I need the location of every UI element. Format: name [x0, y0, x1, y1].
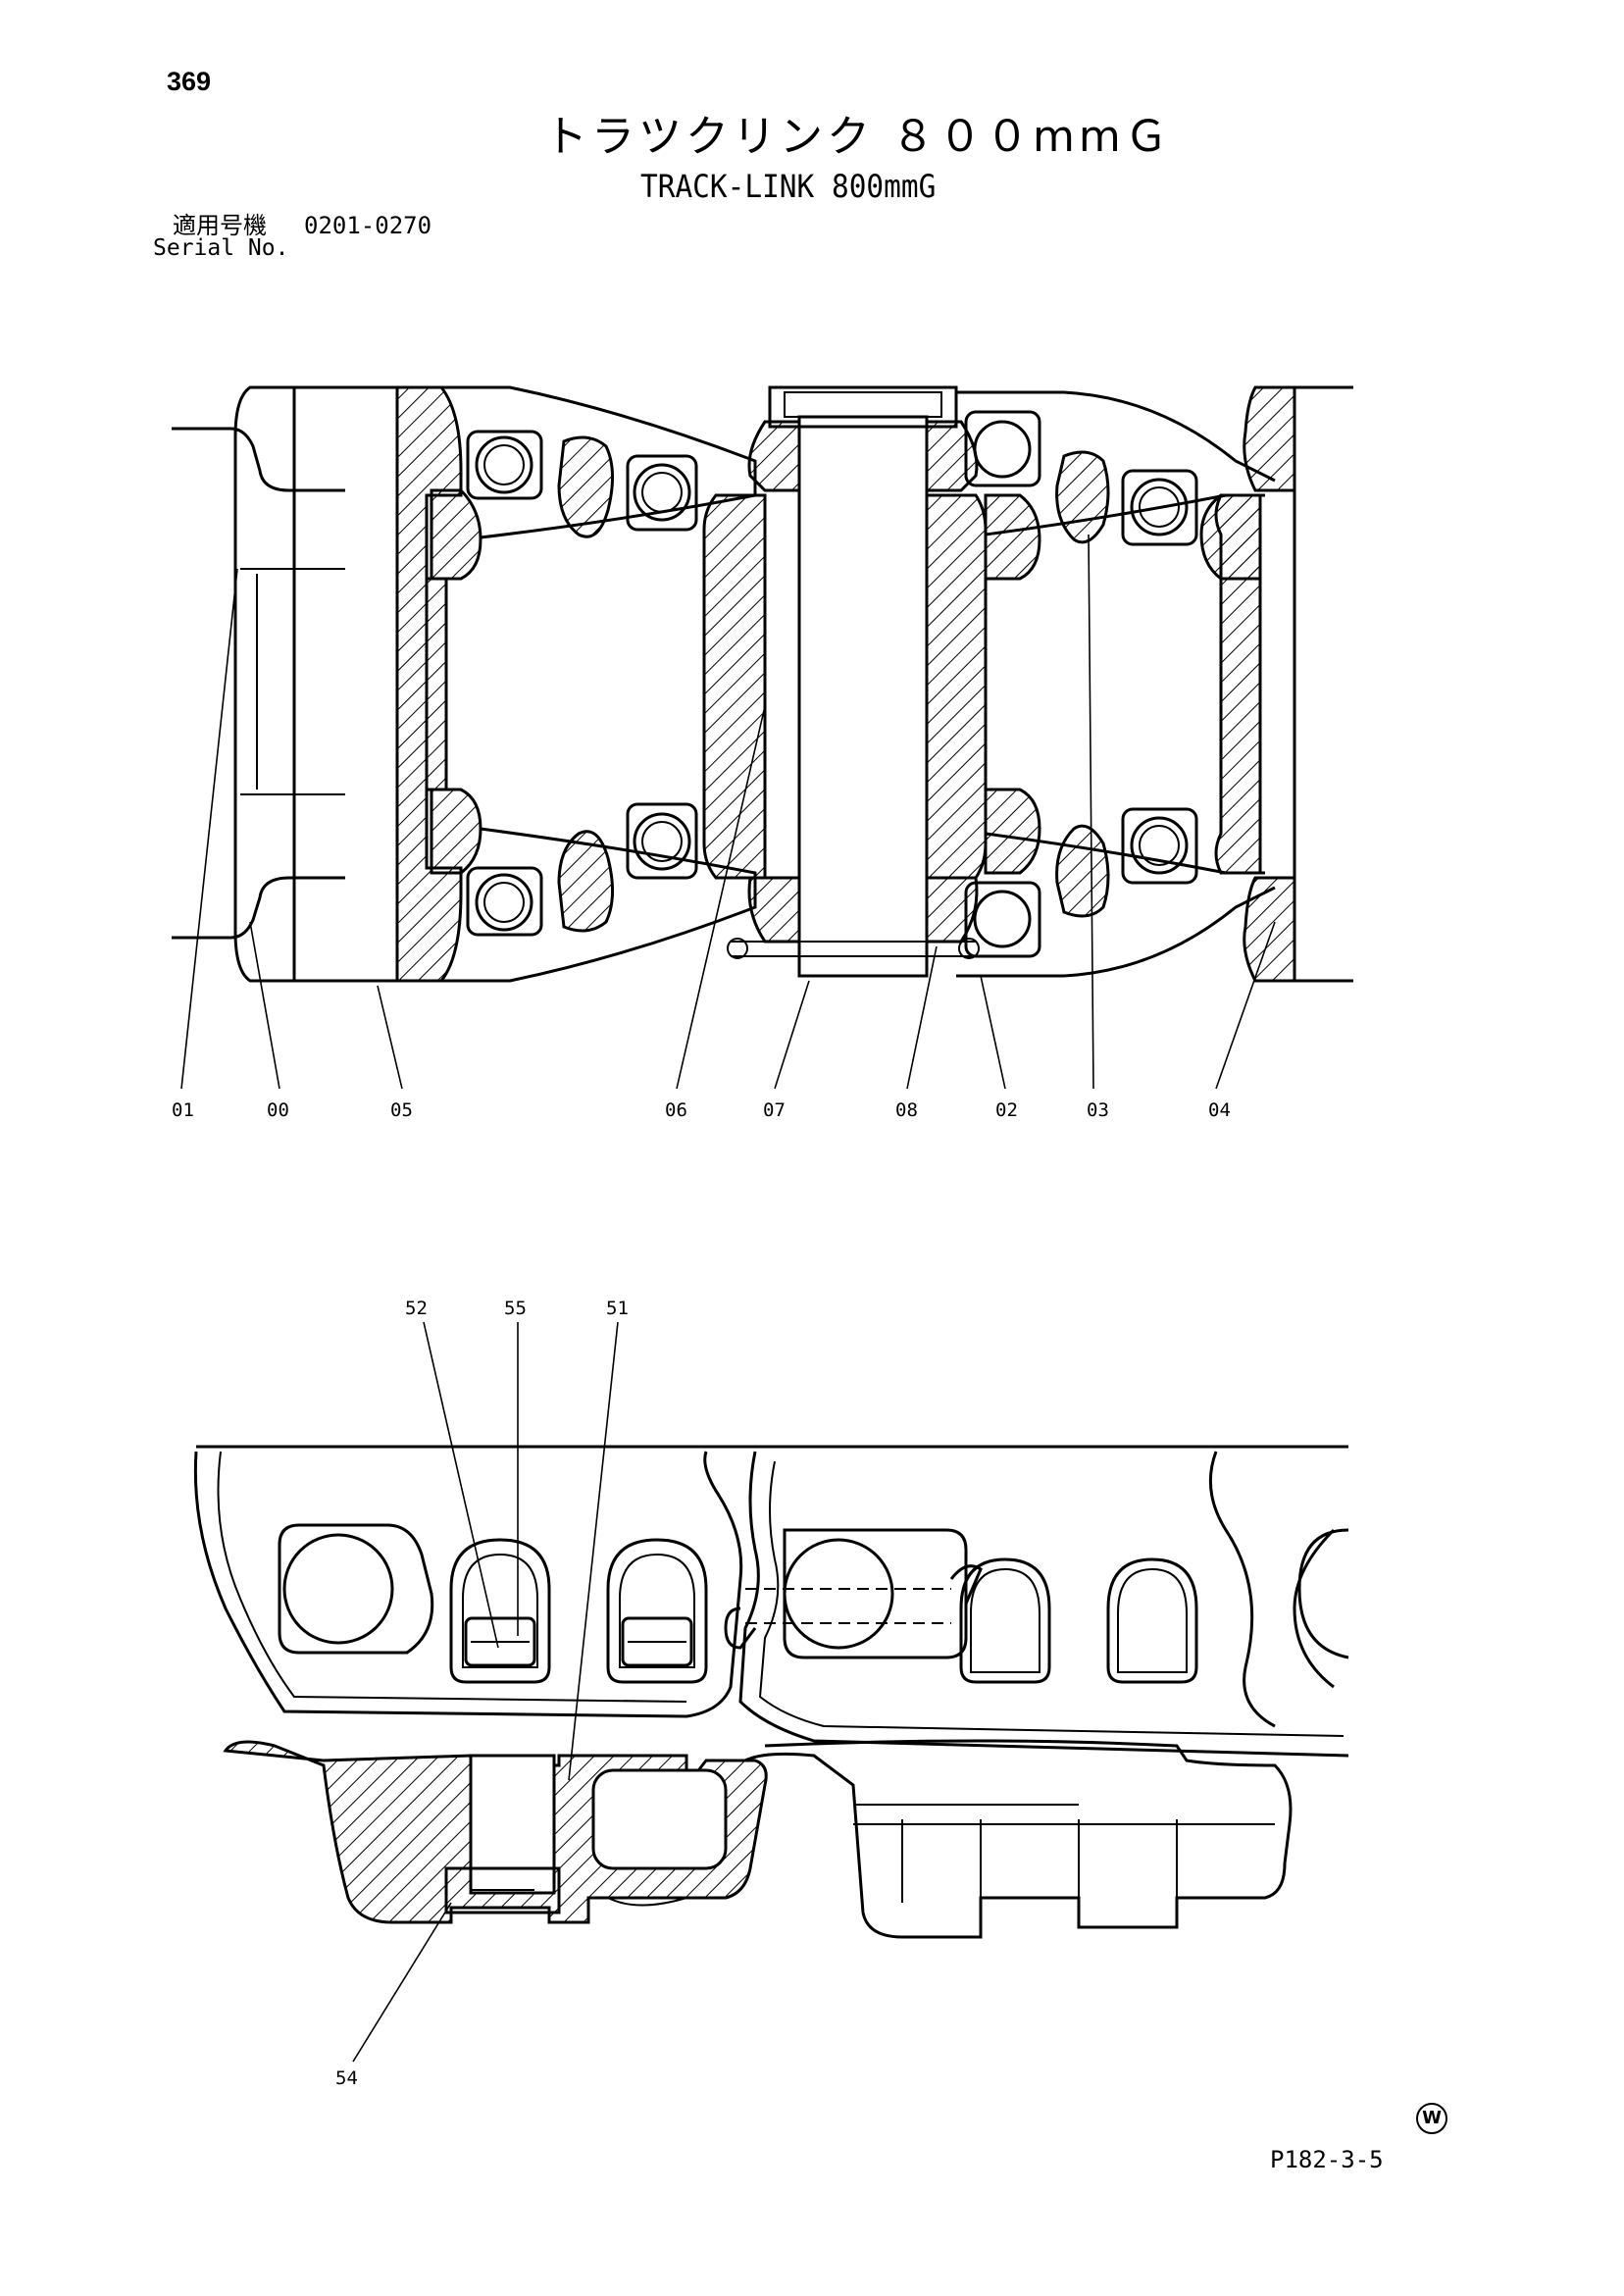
serial-label-english: Serial No. — [153, 235, 289, 261]
right-link-upper-body — [956, 390, 1276, 483]
left-pin-boss — [294, 385, 399, 983]
link-web-3 — [1055, 450, 1110, 544]
link-web-1 — [557, 435, 615, 538]
bolt-nut-6 — [1121, 469, 1198, 546]
bolt-nut-5 — [964, 410, 1041, 487]
link-web-2 — [557, 830, 615, 933]
bolt-nut-7 — [1121, 807, 1198, 885]
bushing-hole-left — [282, 1533, 394, 1645]
page-code: P182-3-5 — [1270, 2146, 1384, 2173]
shoe-bolt-hole — [469, 1754, 556, 1895]
callout-02: 02 — [995, 1099, 1018, 1121]
corner-mark-circle: W — [1416, 2103, 1447, 2134]
left-link-end — [233, 385, 296, 983]
bolt-slot-3 — [959, 1557, 1051, 1684]
left-shoe-edge-top — [172, 427, 345, 492]
title-japanese: トラツクリンク ８００mmＧ — [544, 112, 1172, 162]
link-web-4 — [1055, 824, 1110, 918]
serial-label-japanese: 適用号機 — [173, 212, 267, 239]
callout-54: 54 — [335, 2067, 358, 2089]
bushing-hole-right — [783, 1538, 894, 1650]
bolt-slot-1 — [449, 1538, 551, 1684]
page-number: 369 — [167, 67, 212, 96]
shoe-right — [744, 1739, 1293, 1939]
callout-03: 03 — [1087, 1099, 1109, 1121]
serial-range: 0201-0270 — [304, 212, 432, 239]
shoe-nut — [444, 1866, 561, 1914]
callout-06: 06 — [665, 1099, 687, 1121]
title-english: TRACK-LINK 800mmG — [640, 168, 937, 205]
bolt-nut-8 — [964, 881, 1041, 958]
shoe-cavity — [591, 1768, 728, 1870]
callout-07: 07 — [763, 1099, 786, 1121]
callout-52: 52 — [405, 1298, 428, 1319]
center-pin — [797, 415, 929, 978]
callout-05: 05 — [390, 1099, 413, 1121]
callout-51: 51 — [606, 1298, 629, 1319]
pin-head — [768, 385, 958, 429]
bottom-side-view: 52 55 51 54 — [193, 1298, 1349, 2089]
bolt-nut-2 — [626, 454, 698, 532]
link-outline-right — [738, 1451, 1349, 1758]
callout-00: 00 — [267, 1099, 289, 1121]
callout-04: 04 — [1208, 1099, 1231, 1121]
center-bushing-right — [925, 493, 988, 880]
center-bushing-left — [702, 493, 767, 880]
bolt-nut-1 — [466, 430, 543, 500]
bolt-nut-4 — [466, 866, 543, 937]
corner-mark-letter: W — [1422, 2108, 1442, 2128]
link-outline-left — [193, 1451, 743, 1718]
bolt-nut-3 — [626, 802, 698, 880]
pin-clip-right — [949, 1564, 983, 1605]
left-shoe-edge-bottom — [172, 876, 345, 940]
bolt-slot-2 — [606, 1538, 708, 1684]
bolt-slot-4 — [1106, 1557, 1198, 1684]
pin-clip-left — [724, 1607, 757, 1650]
top-section-view: 01 00 05 06 07 08 02 03 04 — [172, 385, 1353, 1121]
callout-01: 01 — [172, 1099, 194, 1121]
callout-55: 55 — [504, 1298, 527, 1319]
left-seal-ring — [395, 385, 463, 983]
callout-08: 08 — [895, 1099, 918, 1121]
